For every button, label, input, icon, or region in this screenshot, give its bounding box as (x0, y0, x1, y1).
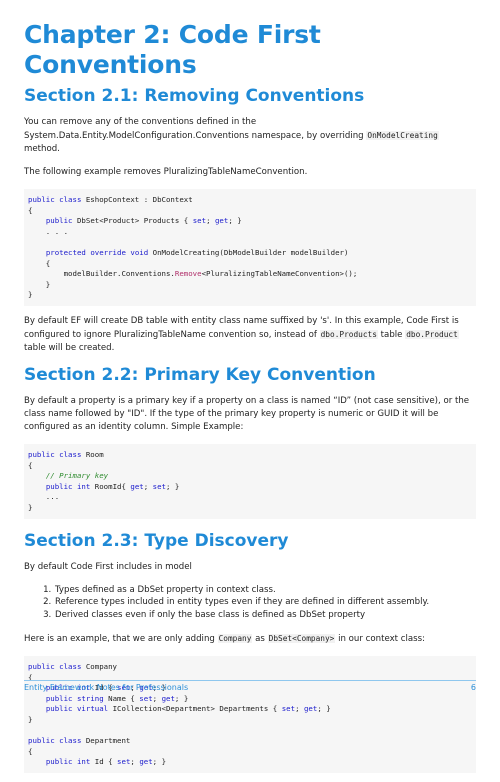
paragraph-text: Here is an example, that we are only add… (24, 634, 218, 644)
code-line: { (28, 672, 33, 682)
section-title-removing-conventions: Section 2.1: Removing Conventions (24, 86, 365, 106)
code-line: { (28, 258, 51, 268)
code-line: public string Name { set; get; } (45, 693, 189, 703)
code-line: modelBuilder.Conventions.Remove<Pluraliz… (63, 269, 358, 279)
code-line: public class Room (28, 449, 104, 459)
inline-code: OnModelCreating (366, 131, 439, 140)
list-item: Derived classes even if only the base cl… (54, 609, 476, 622)
paragraph-text: table will be created. (24, 342, 115, 353)
code-line: { (28, 205, 33, 215)
code-line: public int Id { set; get; } (45, 757, 167, 767)
code-line: . . . (28, 226, 69, 236)
code-block[interactable]: public class EshopContext : DbContext{ p… (24, 189, 476, 306)
code-line: { (28, 746, 33, 756)
code-line: public int RoomId{ get; set; } (45, 481, 180, 491)
code-line: ​ (28, 726, 472, 737)
code-line: public class Department (28, 736, 131, 746)
numbered-list: Types defined as a DbSet property in con… (24, 584, 476, 622)
paragraph: By default Code First includes in model (24, 561, 192, 572)
code-block[interactable]: public class Room{ // Primary key public… (24, 443, 476, 519)
code-line: protected override void OnModelCreating(… (45, 247, 349, 257)
page-footer: Entity Framework Notes for Professionals… (24, 680, 476, 692)
page-number: 6 (470, 683, 476, 692)
code-line: public virtual ICollection<Department> D… (45, 704, 331, 714)
list-item: Types defined as a DbSet property in con… (54, 584, 476, 597)
paragraph-text: You can remove any of the conventions de… (24, 117, 367, 141)
code-line: } (28, 502, 33, 512)
paragraph: The following example removes Pluralizin… (24, 167, 308, 177)
paragraph: By default a property is a primary key i… (24, 395, 470, 432)
inline-code: Company (217, 634, 253, 643)
code-line: public int Id { set; get; } (45, 683, 167, 693)
paragraph: You can remove any of the conventions de… (24, 116, 476, 156)
code-line: ... (28, 492, 60, 502)
paragraph: By default EF will create DB table with … (24, 315, 476, 355)
inline-code: dbo.Products (319, 329, 378, 339)
paragraph: Here is an example, that we are only add… (24, 632, 476, 646)
section-title-primary-key-convention: Section 2.2: Primary Key Convention (24, 364, 376, 385)
code-line: public DbSet<Product> Products { set; ge… (45, 216, 242, 226)
paragraph-text: method. (24, 144, 60, 154)
paragraph-text: table (377, 329, 406, 340)
code-line: // Primary key (45, 471, 109, 481)
list-item: Reference types included in entity types… (54, 596, 476, 609)
chapter-title: Chapter 2: Code First Conventions (24, 20, 321, 79)
code-line: public class Company (28, 662, 118, 671)
section-title-type-discovery: Section 2.3: Type Discovery (24, 530, 289, 551)
inline-code: dbo.Product (405, 329, 459, 339)
code-line: ​ (28, 237, 472, 248)
page-content: Chapter 2: Code First Conventions Sectio… (24, 20, 476, 782)
paragraph-text: in our context class: (335, 634, 425, 644)
paragraph-text: By default EF will create DB table with … (24, 315, 459, 340)
code-block[interactable]: public class Company{ public int Id { se… (24, 656, 476, 773)
code-line: public class EshopContext : DbContext (28, 195, 193, 204)
code-line: } (28, 279, 51, 289)
code-line: } (28, 290, 33, 300)
code-line: { (28, 460, 33, 470)
inline-code: DbSet<Company> (267, 634, 336, 643)
code-line: } (28, 714, 33, 724)
footer-book-title[interactable]: Entity Framework Notes for Professionals (24, 683, 189, 692)
paragraph-text: as (252, 634, 268, 644)
